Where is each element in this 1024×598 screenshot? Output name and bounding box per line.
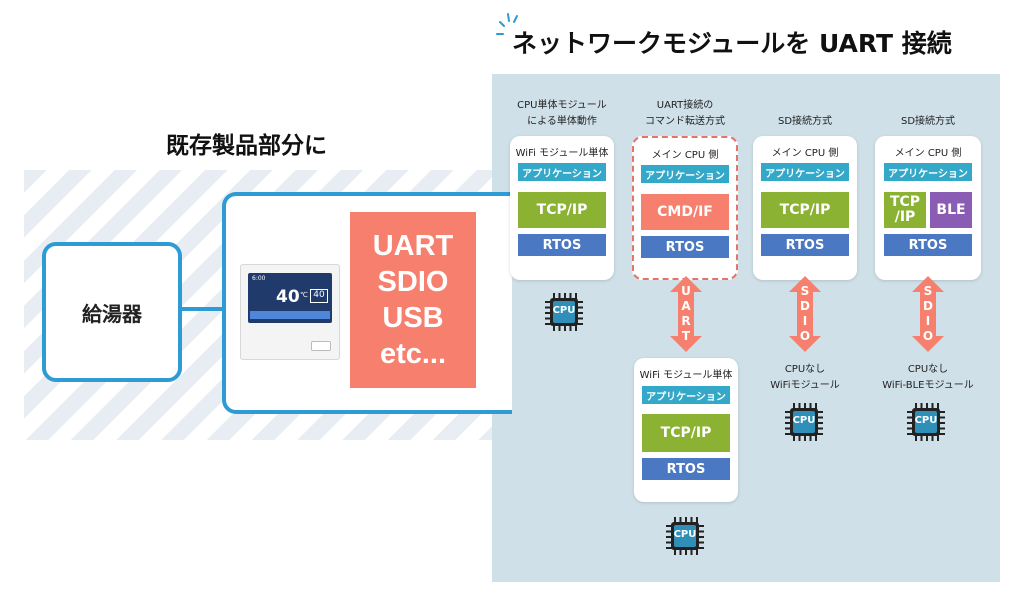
column-caption: UART接続の コマンド転送方式: [645, 100, 725, 127]
sdio-arrow: SDIO: [785, 276, 825, 352]
cpu-chip-label: CPU: [792, 415, 816, 426]
layer-cmd-if: CMD/IF: [641, 194, 729, 230]
remote-temp-sub: 40: [310, 289, 328, 303]
layer-application: アプリケーション: [761, 163, 849, 181]
layer-ble: BLE: [930, 192, 972, 228]
remote-button-bar: [250, 311, 330, 319]
layer-rtos: RTOS: [884, 234, 972, 256]
cpu-chip-icon: CPU: [544, 292, 584, 332]
layer-tcpip: TCP /IP: [884, 192, 926, 228]
uart-arrow: UART: [666, 276, 706, 352]
column-caption: CPU単体モジュール による単体動作: [517, 100, 607, 127]
sdio-arrow: SDIO: [908, 276, 948, 352]
double-arrow-icon: [789, 276, 821, 352]
interface-uart: UART: [372, 230, 454, 262]
card-title: WiFi モジュール単体: [639, 370, 733, 381]
cpu-less-wifi-ble-caption: CPUなし WiFi-BLEモジュール: [882, 364, 974, 391]
cpu-chip-label: CPU: [552, 305, 576, 316]
connector-line: [180, 307, 226, 311]
layer-rtos: RTOS: [761, 234, 849, 256]
sdio-arrow-label: SDIO: [921, 284, 935, 344]
page-title: ネットワークモジュールを UART 接続: [512, 29, 952, 58]
wifi-module-card: WiFi モジュール単体 アプリケーション TCP/IP RTOS: [634, 358, 738, 502]
card-title: メイン CPU 側: [771, 148, 839, 159]
cpu-chip-label: CPU: [914, 415, 938, 426]
left-heading: 既存製品部分に: [166, 133, 327, 159]
layer-application: アプリケーション: [518, 163, 606, 181]
remote-temp-unit: ℃: [300, 291, 308, 299]
sdio-arrow-label: SDIO: [798, 284, 812, 344]
interface-usb: USB: [382, 302, 444, 334]
layer-tcpip: TCP/IP: [518, 192, 606, 228]
card-title: メイン CPU 側: [894, 148, 962, 159]
card-title: WiFi モジュール単体: [515, 148, 609, 159]
remote-time: 6:00: [252, 275, 266, 282]
remote-controller: 6:00 40 ℃ 40: [240, 264, 340, 360]
cpu-chip-label: CPU: [673, 529, 697, 540]
uart-arrow-label: UART: [679, 284, 693, 344]
remote-temp-main: 40: [276, 287, 300, 307]
column-caption: SD接続方式: [900, 116, 956, 127]
cpu-chip-icon: CPU: [784, 402, 824, 442]
layer-rtos: RTOS: [518, 234, 606, 256]
cpu-less-wifi-caption: CPUなし WiFiモジュール: [770, 364, 840, 391]
uart-main-cpu-card: メイン CPU 側 アプリケーション CMD/IF RTOS: [632, 136, 738, 280]
water-heater-label: 給湯器: [82, 301, 142, 326]
layer-tcpip: TCP/IP: [761, 192, 849, 228]
water-heater-box: 給湯器: [42, 242, 182, 382]
sparkle-icon: [496, 13, 518, 35]
layer-rtos: RTOS: [642, 458, 730, 480]
remote-screen: 6:00 40 ℃ 40: [248, 273, 332, 323]
interface-list-box: UART SDIO USB etc...: [350, 212, 476, 388]
interface-sdio: SDIO: [377, 266, 449, 298]
layer-application: アプリケーション: [884, 163, 972, 181]
remote-button: [311, 341, 331, 351]
column-caption: SD接続方式: [777, 116, 833, 127]
sd-ble-main-cpu-card: メイン CPU 側 アプリケーション TCP /IP BLE RTOS: [875, 136, 981, 280]
layer-rtos: RTOS: [641, 236, 729, 258]
sd-main-cpu-card: メイン CPU 側 アプリケーション TCP/IP RTOS: [753, 136, 857, 280]
cpu-chip-icon: CPU: [906, 402, 946, 442]
interface-etc: etc...: [379, 338, 447, 370]
double-arrow-icon: [912, 276, 944, 352]
standalone-module-card: WiFi モジュール単体 アプリケーション TCP/IP RTOS: [510, 136, 614, 280]
card-title: メイン CPU 側: [651, 150, 719, 161]
layer-tcpip: TCP/IP: [642, 414, 730, 452]
double-arrow-icon: [670, 276, 702, 352]
cpu-chip-icon: CPU: [665, 516, 705, 556]
layer-application: アプリケーション: [641, 165, 729, 183]
layer-application: アプリケーション: [642, 386, 730, 404]
